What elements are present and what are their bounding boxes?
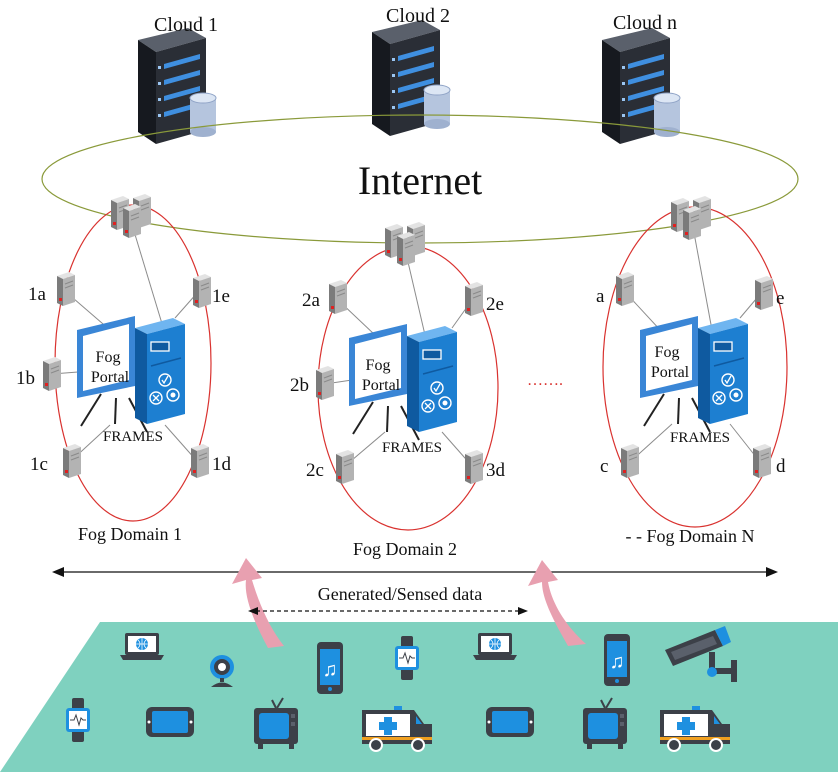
node-label: 1d (212, 454, 232, 475)
cloud-label: Cloud 1 (154, 14, 218, 36)
fog-domain-2: Fog Portal FRAMES 2a 2b 2c 3d 2e Fog Dom… (290, 222, 506, 559)
cloud-n: Cloud n (601, 12, 681, 145)
node-server-icon (752, 443, 772, 479)
cloud-2: Cloud 2 (371, 5, 451, 137)
fog-domain-n: Fog Portal FRAMES a c d e - - Fog Domain… (596, 196, 788, 546)
node-server-icon (464, 281, 484, 317)
gateway-server-icon (671, 196, 711, 240)
node-server-icon (335, 449, 355, 485)
node-server-icon (615, 271, 635, 307)
portal-label-line2: Portal (91, 369, 130, 386)
node-server-icon (192, 273, 212, 309)
node-label: 2a (302, 290, 321, 311)
node-label: 1a (28, 284, 47, 305)
domain-span-arrow (52, 567, 778, 577)
cloud-label: Cloud n (613, 12, 677, 34)
tablet-icon (146, 707, 194, 737)
portal-label-line1: Fog (96, 349, 121, 366)
portal-label-line1: Fog (366, 357, 391, 374)
node-label: 1c (30, 454, 48, 475)
cloud-server-icon (371, 19, 451, 137)
node-server-icon (42, 356, 62, 392)
gateway-server-icon (111, 194, 151, 238)
node-label: 3d (486, 460, 506, 481)
data-flow-label: Generated/Sensed data (318, 584, 482, 604)
cloud-label: Cloud 2 (386, 5, 450, 27)
node-label: d (776, 456, 786, 477)
node-label: a (596, 286, 605, 307)
frames-label: FRAMES (103, 429, 163, 445)
smartphone-icon (317, 642, 343, 694)
node-label: e (776, 288, 784, 309)
internet-label: Internet (358, 158, 482, 203)
node-server-icon (62, 443, 82, 479)
cloud-1: Cloud 1 (137, 14, 218, 145)
data-flow-arrow (248, 607, 528, 615)
node-server-icon (754, 275, 774, 311)
node-label: 1b (16, 368, 35, 389)
node-server-icon (328, 279, 348, 315)
node-server-icon (190, 443, 210, 479)
node-label: 2e (486, 294, 504, 315)
frames-label: FRAMES (382, 440, 442, 456)
frames-label: FRAMES (670, 430, 730, 446)
node-label: 2b (290, 375, 309, 396)
domain-title: Fog Domain 2 (353, 539, 457, 559)
upload-arrow-right (528, 560, 586, 646)
node-label: 2c (306, 460, 324, 481)
laptop-icon (472, 632, 518, 661)
upload-arrow-left (232, 558, 284, 648)
more-domains-ellipsis: ……. (527, 372, 563, 389)
node-label: c (600, 456, 608, 477)
fog-domain-1: Fog Portal FRAMES 1a 1b 1c 1d 1e Fog Dom… (16, 194, 232, 544)
node-server-icon (464, 449, 484, 485)
domain-title: - - Fog Domain N (626, 526, 755, 546)
node-server-icon (56, 271, 76, 307)
domain-title: Fog Domain 1 (78, 524, 182, 544)
portal-label-line2: Portal (651, 364, 690, 381)
node-server-icon (315, 365, 335, 401)
node-server-icon (620, 443, 640, 479)
portal-label-line2: Portal (362, 377, 401, 394)
node-label: 1e (212, 286, 230, 307)
portal-label-line1: Fog (655, 344, 680, 361)
laptop-icon (119, 632, 165, 661)
tablet-icon (486, 707, 534, 737)
smartphone-icon (604, 634, 630, 686)
gateway-server-icon (385, 222, 425, 266)
